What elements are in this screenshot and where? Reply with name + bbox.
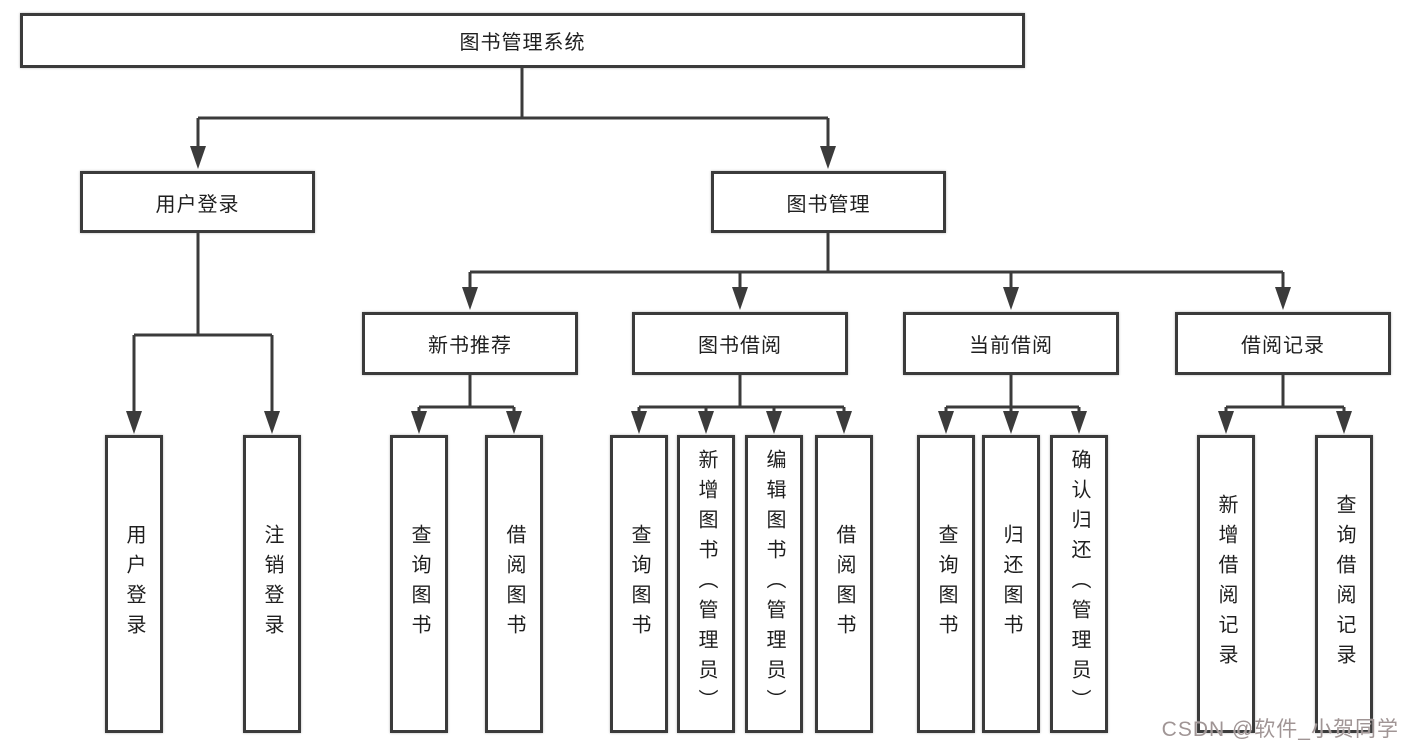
leaf-label: 新增图书（管理员） [695, 449, 717, 719]
leaf-borrow-books-recommend: 借阅图书 [485, 435, 543, 733]
leaf-label: 借阅图书 [833, 524, 855, 644]
leaf-confirm-return-admin: 确认归还（管理员） [1050, 435, 1108, 733]
node-label: 借阅记录 [1241, 335, 1325, 357]
leaf-label: 查询图书 [935, 524, 957, 644]
leaf-add-borrow-record: 新增借阅记录 [1197, 435, 1255, 733]
node-label: 图书管理系统 [459, 32, 586, 54]
node-label: 当前借阅 [969, 335, 1053, 357]
leaf-query-books-current: 查询图书 [917, 435, 975, 733]
leaf-query-borrow-record: 查询借阅记录 [1315, 435, 1373, 733]
leaf-borrow-books: 借阅图书 [815, 435, 873, 733]
leaf-query-books-borrow: 查询图书 [610, 435, 668, 733]
node-book-borrowing: 图书借阅 [632, 312, 848, 375]
leaf-label: 归还图书 [1000, 524, 1022, 644]
csdn-watermark: CSDN @软件_小贺同学 [1161, 718, 1399, 741]
node-label: 新书推荐 [428, 335, 512, 357]
node-label: 图书管理 [786, 193, 871, 216]
node-book-management: 图书管理 [711, 171, 946, 233]
node-user-login: 用户登录 [80, 171, 315, 233]
leaf-label: 查询借阅记录 [1333, 494, 1355, 674]
leaf-edit-books-admin: 编辑图书（管理员） [745, 435, 803, 733]
leaf-label: 编辑图书（管理员） [763, 449, 785, 719]
leaf-label: 借阅图书 [503, 524, 525, 644]
leaf-label: 新增借阅记录 [1215, 494, 1237, 674]
leaf-user-login: 用户登录 [105, 435, 163, 733]
node-label: 用户登录 [155, 193, 240, 216]
leaf-logout: 注销登录 [243, 435, 301, 733]
leaf-return-books: 归还图书 [982, 435, 1040, 733]
node-label: 图书借阅 [698, 335, 782, 357]
node-borrowing-records: 借阅记录 [1175, 312, 1391, 375]
node-current-borrowing: 当前借阅 [903, 312, 1119, 375]
leaf-label: 查询图书 [408, 524, 430, 644]
leaf-label: 用户登录 [123, 524, 145, 644]
node-new-book-recommend: 新书推荐 [362, 312, 578, 375]
node-library-management-system: 图书管理系统 [20, 13, 1025, 68]
leaf-query-books-recommend: 查询图书 [390, 435, 448, 733]
leaf-add-books-admin: 新增图书（管理员） [677, 435, 735, 733]
leaf-label: 注销登录 [261, 524, 283, 644]
leaf-label: 查询图书 [628, 524, 650, 644]
leaf-label: 确认归还（管理员） [1068, 449, 1090, 719]
